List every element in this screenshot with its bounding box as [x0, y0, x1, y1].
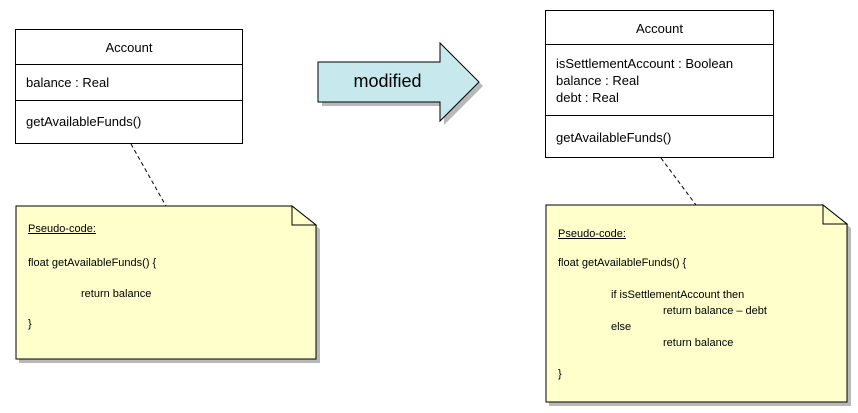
modified-arrow — [317, 41, 480, 123]
right-account-class: Account isSettlementAccount : Boolean ba… — [545, 10, 774, 158]
left-class-name: Account — [105, 40, 153, 55]
arrow-label: modified — [353, 71, 422, 91]
right-note-heading: Pseudo-code: — [558, 228, 626, 240]
left-note-line: float getAvailableFunds() { — [28, 257, 157, 269]
right-note-line: float getAvailableFunds() { — [558, 257, 687, 269]
right-class-name: Account — [636, 21, 683, 36]
left-note-heading: Pseudo-code: — [28, 223, 96, 235]
left-note-line: return balance — [81, 288, 152, 300]
right-class-attribute: balance : Real — [556, 73, 640, 88]
right-class-attribute: debt : Real — [556, 90, 619, 105]
left-class-attribute: balance : Real — [26, 75, 110, 90]
right-class-attribute: isSettlementAccount : Boolean — [556, 56, 734, 71]
right-class-operation: getAvailableFunds() — [556, 130, 672, 145]
left-note-fold — [291, 204, 318, 226]
left-note-line: } — [28, 318, 32, 330]
right-note-line: } — [558, 368, 562, 380]
left-account-class: Account balance : Real getAvailableFunds… — [15, 29, 243, 144]
left-note-shape — [15, 205, 317, 360]
left-class-divider-1 — [16, 64, 242, 65]
right-note-line: return balance — [663, 337, 734, 349]
right-note-line: if isSettlementAccount then — [611, 289, 745, 301]
right-note-line: else — [611, 321, 632, 333]
left-note-anchor — [130, 143, 167, 207]
right-note-fold — [822, 203, 849, 225]
left-class-operation: getAvailableFunds() — [26, 114, 142, 129]
right-class-divider-1 — [546, 44, 773, 45]
right-note-anchor — [660, 157, 697, 206]
right-class-divider-2 — [546, 115, 773, 116]
left-class-divider-2 — [16, 100, 242, 101]
right-note-shape — [545, 204, 848, 403]
right-note-line: return balance – debt — [663, 305, 767, 317]
